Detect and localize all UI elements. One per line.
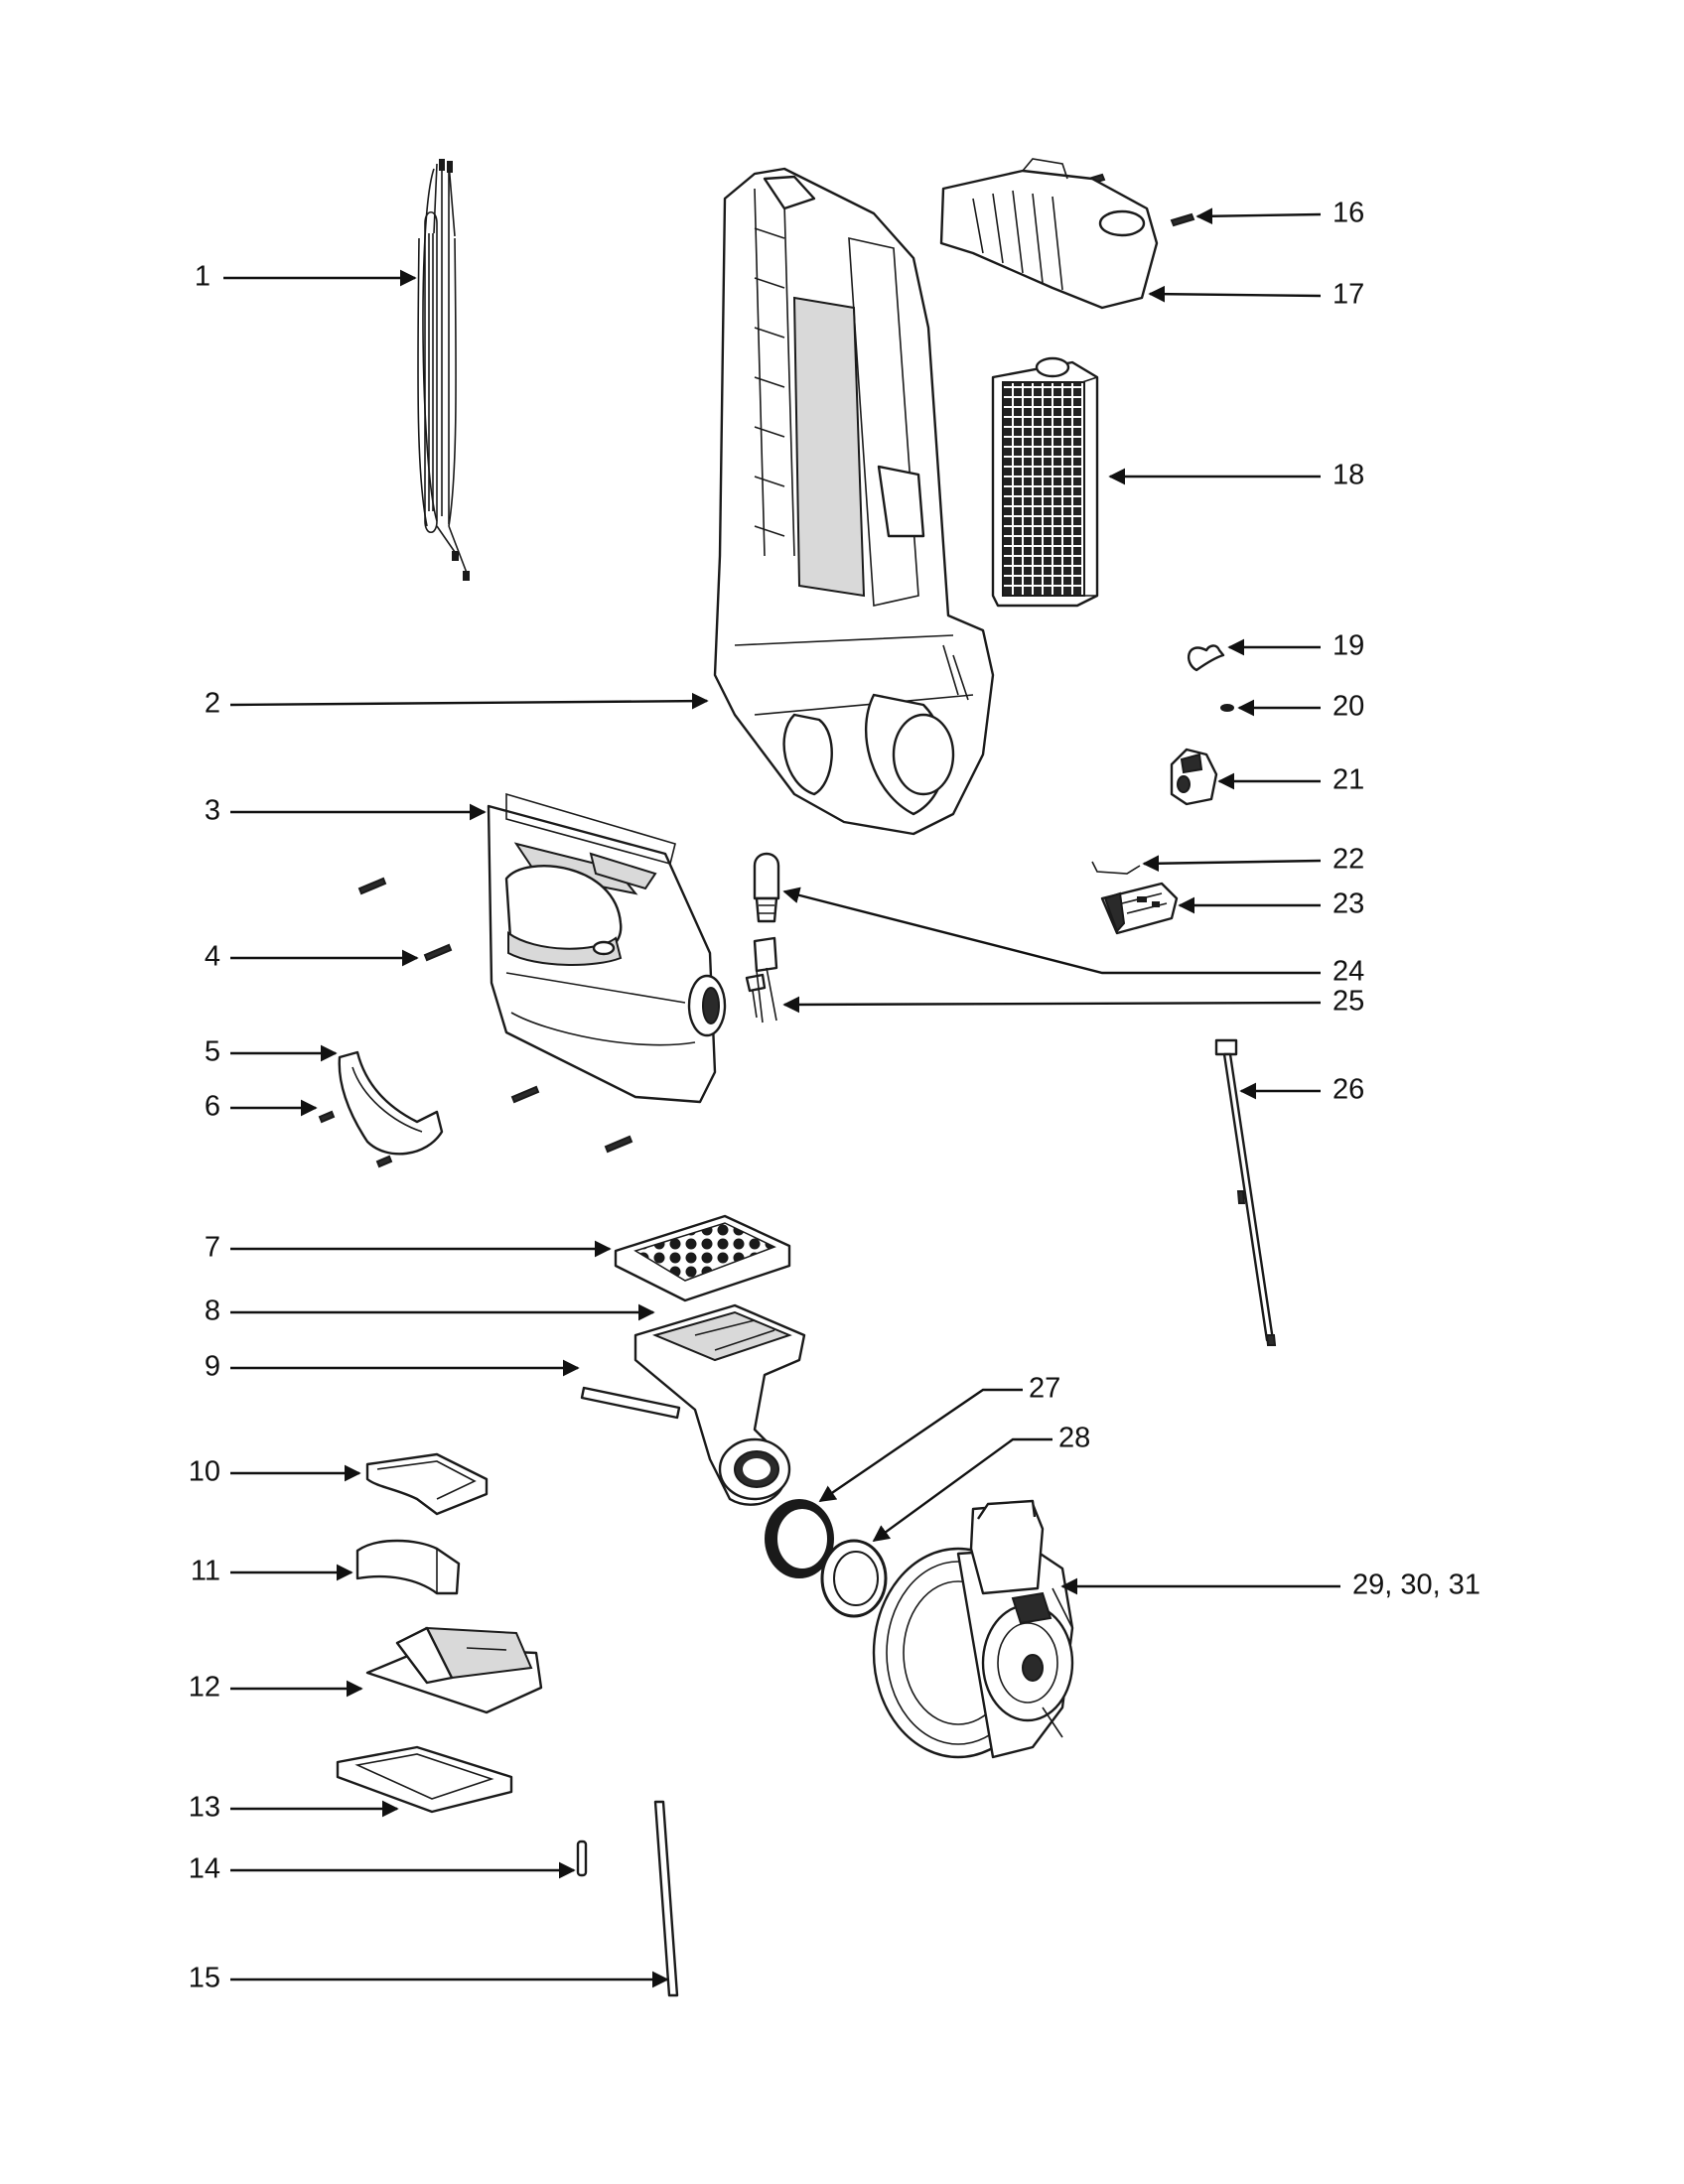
callout-28: 28 [1058,1423,1090,1454]
callout-23: 23 [1333,888,1364,920]
callout-29-30-31: 29, 30, 31 [1352,1570,1480,1601]
bag-holder-part-12 [365,1626,543,1714]
bracket-part-5 [338,1050,444,1156]
hepa-filter-part-18 [991,356,1099,608]
gasket-part-13 [336,1745,513,1814]
rod-part-9 [580,1386,681,1420]
callout-9: 9 [205,1351,220,1383]
callout-19: 19 [1333,630,1364,662]
foam-block-part-11 [355,1539,461,1595]
socket-part-25 [745,936,778,1024]
clip-part-19 [1187,644,1225,672]
tray-part-10 [365,1452,489,1516]
callout-13: 13 [189,1792,220,1824]
callout-leaders [223,207,1340,1988]
callout-20: 20 [1333,691,1364,723]
callout-18: 18 [1333,460,1364,491]
wire-clip-part-22 [1091,861,1141,875]
circuit-board-part-23 [1100,882,1179,935]
callout-4: 4 [205,941,220,973]
callout-11: 11 [191,1556,220,1587]
callout-labels: 1 2 3 4 5 6 7 8 9 10 11 12 13 14 15 16 1… [189,198,1480,1994]
rod-part-15 [653,1800,679,1997]
handle-bracket-part-17 [939,158,1159,310]
callout-2: 2 [205,688,220,720]
gasket-ring-part-28 [820,1539,888,1618]
screws-part-4 [357,877,633,1154]
seal-ring-part-27 [765,1499,834,1578]
rod-part-26 [1214,1038,1277,1346]
callout-14: 14 [189,1853,220,1885]
front-panel-part-3 [487,792,727,1104]
callout-8: 8 [205,1296,220,1327]
callout-3: 3 [205,795,220,827]
callout-24: 24 [1333,956,1364,988]
callout-7: 7 [205,1232,220,1264]
washer-part-20 [1220,704,1234,712]
callout-26: 26 [1333,1074,1364,1106]
cord-part-1 [417,159,470,581]
mesh-grate-part-7 [614,1214,791,1302]
callout-17: 17 [1333,279,1364,311]
callout-21: 21 [1333,764,1364,796]
callout-16: 16 [1333,198,1364,229]
callout-27: 27 [1029,1373,1060,1405]
switch-part-21 [1170,748,1218,806]
callout-22: 22 [1333,844,1364,876]
callout-25: 25 [1333,986,1364,1018]
bulb-part-24 [753,852,780,923]
callout-12: 12 [189,1672,220,1704]
callout-5: 5 [205,1036,220,1068]
callout-6: 6 [205,1091,220,1123]
callout-15: 15 [189,1963,220,1994]
callout-10: 10 [189,1456,220,1488]
callout-1: 1 [195,261,210,293]
main-housing-part-2 [713,167,995,836]
motor-part-29-30-31 [872,1499,1074,1759]
filter-housing-part-8 [633,1303,806,1506]
screws-part-6 [318,1110,393,1168]
pin-part-14 [576,1840,588,1877]
